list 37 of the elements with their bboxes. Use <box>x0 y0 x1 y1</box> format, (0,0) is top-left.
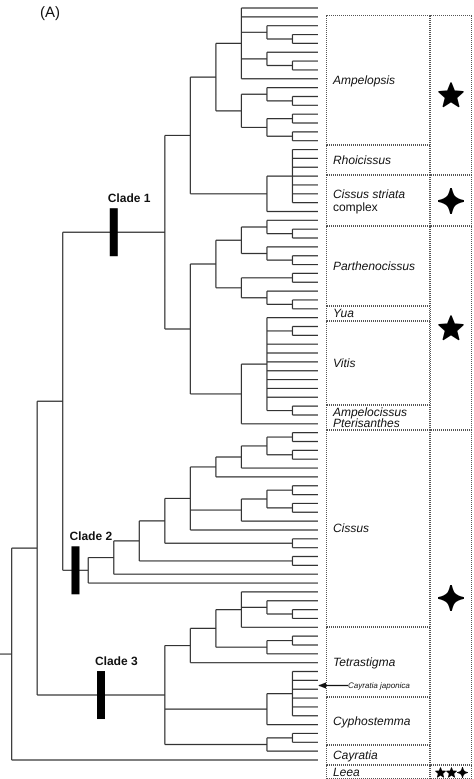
trait-box <box>430 15 472 175</box>
taxon-name: Parthenocissus <box>333 260 416 272</box>
taxon-name: Leea <box>333 766 361 778</box>
clade-label: Clade 3 <box>95 654 138 668</box>
panel-label: (A) <box>40 4 60 21</box>
phylogenetic-tree-drawing <box>0 7 319 761</box>
taxon-box <box>326 627 430 697</box>
taxon-box <box>326 15 430 145</box>
clade-label: Clade 2 <box>69 529 112 544</box>
taxon-name: Cyphostemma <box>333 714 412 728</box>
taxon-box <box>326 226 430 306</box>
trait-box <box>430 765 472 779</box>
taxon-name: Cayratia <box>333 748 379 762</box>
taxon-name: Tetrastigma <box>333 656 396 668</box>
taxon-box <box>326 175 430 226</box>
taxon-name: Vitis <box>333 356 356 370</box>
taxon-box <box>326 306 430 321</box>
taxon-box <box>326 697 430 745</box>
taxon-name: Ampelocissus <box>333 406 408 418</box>
taxon-name: Cissus striata complex <box>333 188 406 214</box>
taxon-name: Cissus <box>333 522 370 535</box>
taxon-name: Cayratia japonica <box>348 680 411 692</box>
taxon-name: Rhoicissus <box>333 154 392 166</box>
taxon-box <box>326 765 430 779</box>
trait-box <box>430 226 472 430</box>
trait-box <box>430 430 472 765</box>
taxon-name: Pterisanthes <box>333 418 400 428</box>
taxon-box <box>326 321 430 405</box>
taxon-box <box>326 745 430 765</box>
trait-box <box>430 175 472 226</box>
taxon-box <box>326 430 430 627</box>
clade-label: Clade 1 <box>108 191 150 206</box>
taxon-box <box>326 405 430 430</box>
leader-arrow <box>318 682 348 689</box>
taxon-name: Yua <box>333 307 355 320</box>
taxon-box <box>326 145 430 175</box>
taxon-name: Ampelopsis <box>333 74 396 86</box>
